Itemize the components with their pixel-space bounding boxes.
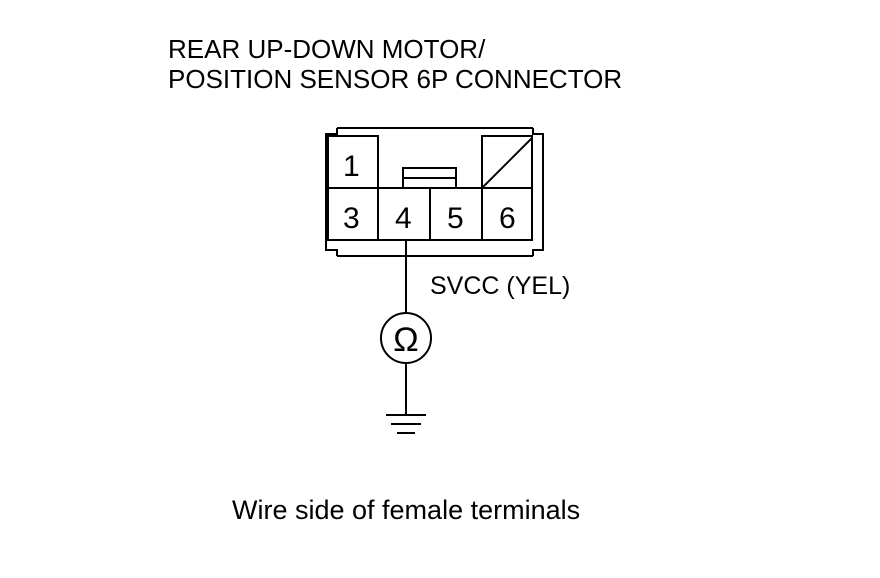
ground-icon <box>386 414 426 434</box>
caption: Wire side of female terminals <box>232 495 580 525</box>
terminal-4-label: 4 <box>395 202 412 235</box>
terminal-1-label: 1 <box>343 150 360 183</box>
title-line-2: POSITION SENSOR 6P CONNECTOR <box>168 64 622 94</box>
terminal-3-label: 3 <box>343 202 360 235</box>
wire-label: SVCC (YEL) <box>430 272 570 300</box>
ohmmeter-icon: Ω <box>380 312 432 364</box>
terminal-5-label: 5 <box>447 202 464 235</box>
ohmmeter-symbol: Ω <box>393 321 418 359</box>
terminal-6-label: 6 <box>499 202 516 235</box>
connector-6p <box>325 127 544 257</box>
title-line-1: REAR UP-DOWN MOTOR/ <box>168 34 486 64</box>
